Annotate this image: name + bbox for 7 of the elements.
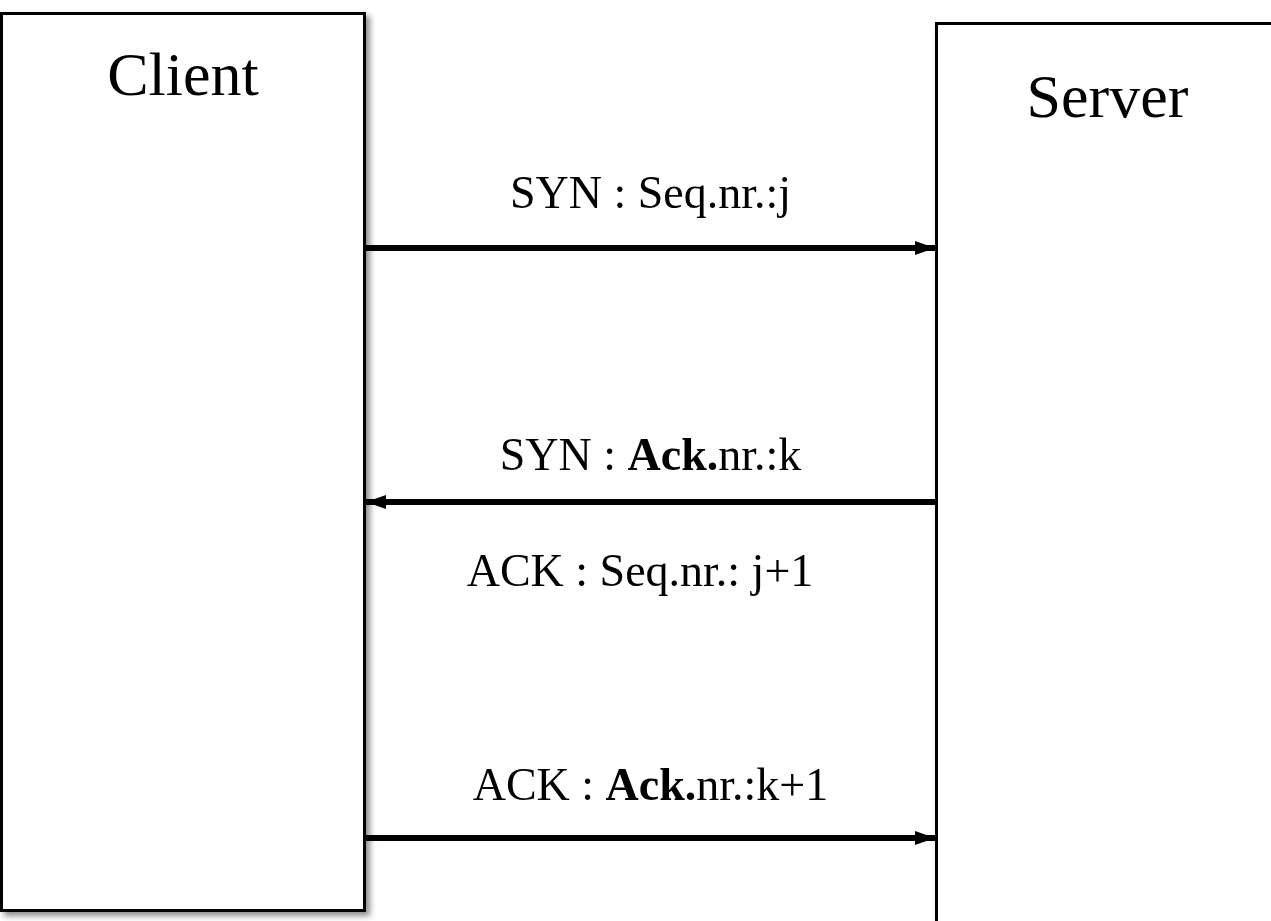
arrow <box>366 241 935 255</box>
participant-name: Server <box>1026 65 1189 127</box>
participant-name: Client <box>107 43 259 105</box>
arrow <box>366 831 935 845</box>
arrow <box>366 495 935 509</box>
lifeline-box <box>935 22 1271 921</box>
lifeline-box <box>0 12 366 912</box>
